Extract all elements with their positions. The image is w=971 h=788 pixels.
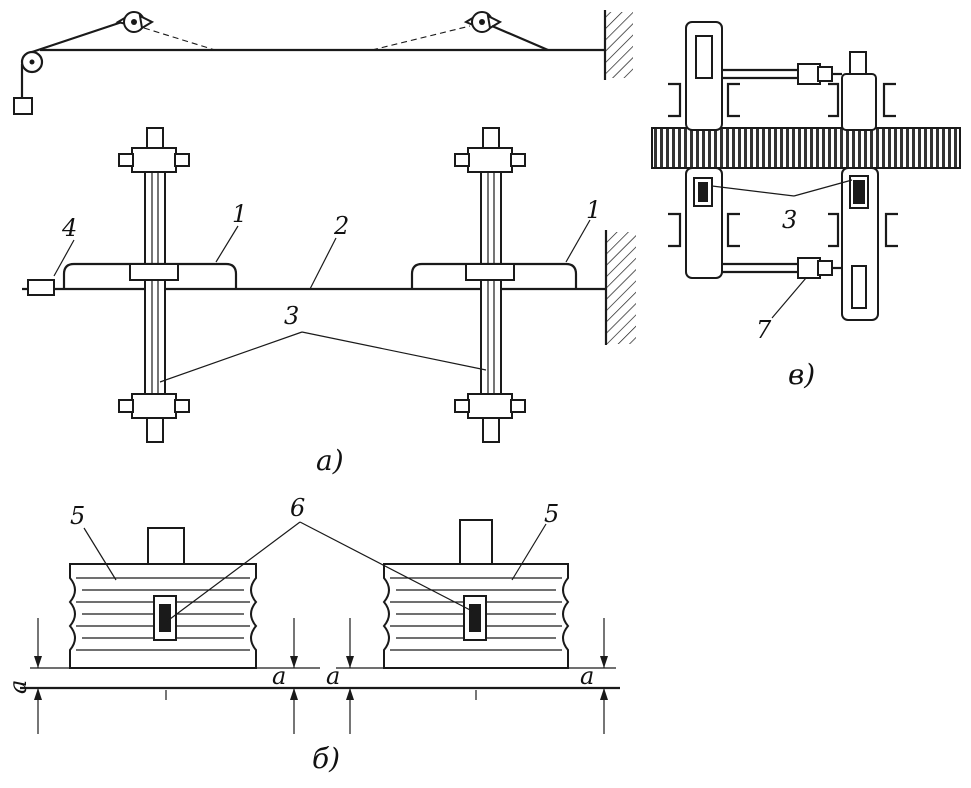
leader-2: [309, 237, 337, 290]
label-3-v: 3: [782, 206, 797, 234]
leader-3-right: [301, 331, 487, 371]
view-v: 3 7 в): [651, 21, 961, 391]
label-a-4: a: [580, 662, 594, 690]
caption-v: в): [788, 358, 815, 391]
label-1-right: 1: [586, 196, 601, 224]
label-4: 4: [61, 214, 77, 242]
pulley-axle: [29, 59, 35, 65]
clamp-left: [129, 263, 179, 281]
leader-4: [53, 239, 75, 277]
wall-a-hatch: [606, 232, 636, 344]
leader-1-left: [215, 225, 239, 263]
fitting-4: [27, 279, 55, 296]
label-7: 7: [756, 316, 772, 344]
label-3: 3: [284, 302, 299, 330]
cable-right-lift: [491, 24, 549, 52]
grooved-pulley-left: [68, 527, 258, 669]
leader-1-right: [565, 219, 591, 263]
leader-6-right: [299, 521, 475, 613]
roller-left: [685, 21, 723, 279]
cable-left-lift: [31, 20, 123, 54]
rod-fitting-top: [797, 63, 821, 85]
leader-3-left: [159, 331, 303, 383]
leader-3-v-right: [793, 179, 853, 197]
shaft-left: [118, 127, 190, 443]
view-a: 4 1 1 2 3 a): [22, 127, 636, 477]
label-5-right: 5: [544, 500, 559, 528]
view-b: a a a a 5 5 6 б): [4, 494, 620, 775]
top-wall-hatch: [605, 12, 633, 78]
top-cable-assembly: [13, 10, 633, 115]
label-1-left: 1: [232, 200, 247, 228]
shaft-right: [454, 127, 526, 443]
label-6: 6: [290, 494, 305, 522]
leader-3-v-left: [711, 185, 795, 197]
fitting-7: [797, 257, 821, 279]
cable-right-dashed: [371, 25, 471, 51]
label-a-2: a: [272, 662, 286, 690]
gear-rim: [651, 127, 961, 169]
dimension-markers: [34, 618, 608, 734]
caption-a: a): [316, 444, 344, 477]
label-a-1: a: [4, 680, 32, 694]
leader-6-left: [165, 521, 301, 623]
wing-nut-left: [115, 11, 155, 33]
leader-5-left: [83, 527, 117, 581]
label-5-left: 5: [70, 502, 85, 530]
caption-b: б): [312, 742, 340, 775]
hanging-weight: [13, 97, 33, 115]
roller-right: [841, 51, 879, 321]
leader-7: [771, 277, 807, 319]
clamp-right: [465, 263, 515, 281]
leader-5-right: [511, 523, 547, 581]
label-2: 2: [333, 212, 349, 240]
cable-left-dashed: [143, 27, 216, 51]
wing-nut-right: [463, 11, 503, 33]
grooved-pulley-right: [382, 519, 570, 669]
label-a-3: a: [326, 662, 340, 690]
